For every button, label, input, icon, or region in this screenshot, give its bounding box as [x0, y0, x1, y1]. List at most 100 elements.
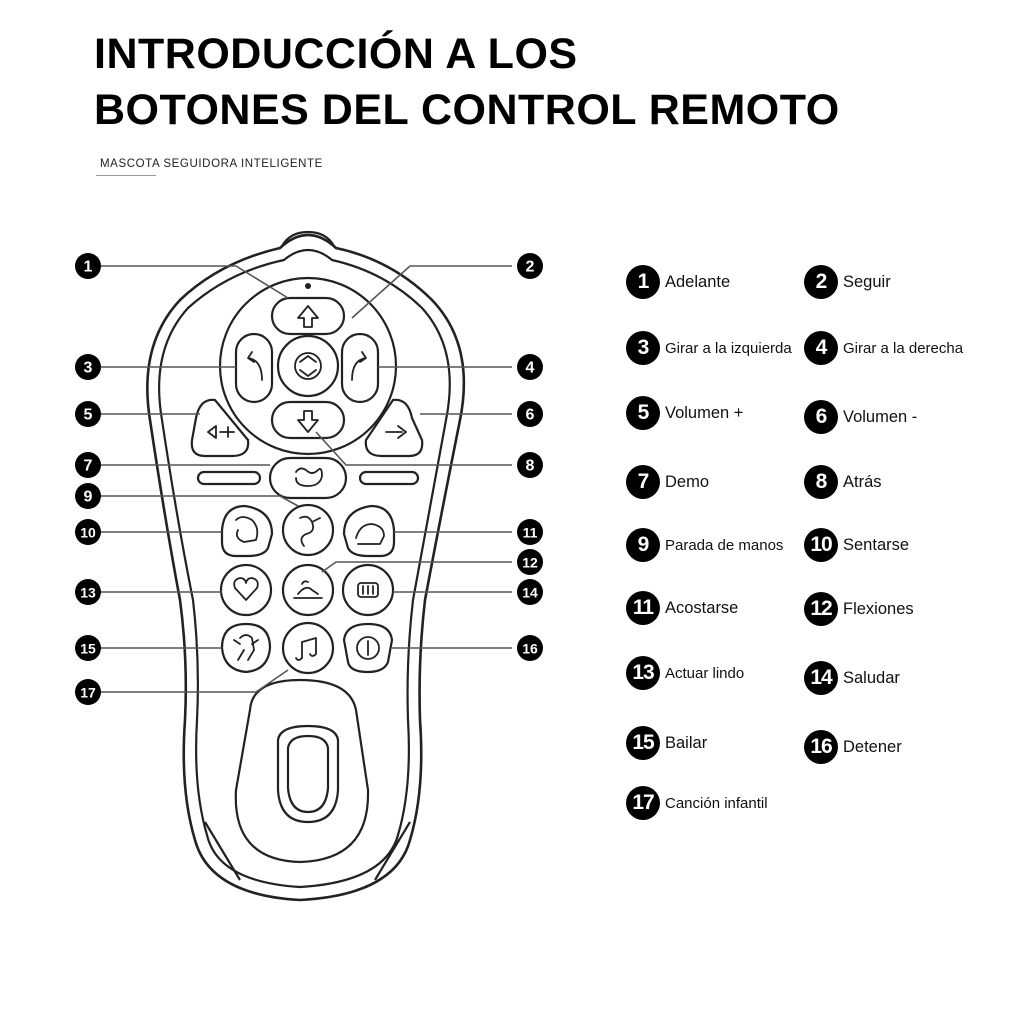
callout-16: 16: [517, 635, 543, 661]
callout-number: 1: [84, 259, 93, 276]
callout-badge-circle: [75, 483, 101, 509]
callout-2: 2: [517, 253, 543, 279]
legend-item-11: 11 Acostarse: [626, 591, 738, 625]
callout-badge-circle: [75, 354, 101, 380]
legend-label: Detener: [843, 737, 902, 756]
callout-badge-circle: [75, 401, 101, 427]
callout-number: 5: [84, 407, 93, 424]
callout-number: 13: [80, 585, 96, 601]
song-button[interactable]: [281, 621, 335, 675]
legend-item-1: 1 Adelante: [626, 265, 730, 299]
callout-12: 12: [517, 549, 543, 575]
legend-label: Volumen -: [843, 407, 918, 426]
lie-down-button[interactable]: [342, 504, 396, 558]
act-cute-button[interactable]: [219, 563, 273, 617]
callout-badge-circle: [517, 635, 543, 661]
callout-number: 15: [80, 641, 96, 657]
volume-down-button[interactable]: [364, 398, 424, 458]
callout-badge-circle: [517, 354, 543, 380]
legend-number-badge: 4: [804, 331, 838, 365]
follow-button[interactable]: [276, 334, 340, 398]
callout-badge-circle: [75, 253, 101, 279]
music-icon: [295, 637, 317, 661]
callout-badge-circle: [517, 452, 543, 478]
turn-right-button[interactable]: [340, 332, 380, 404]
legend-number-badge: 3: [626, 331, 660, 365]
legend-label: Saludar: [843, 668, 900, 687]
pushups-button[interactable]: [281, 563, 335, 617]
callout-3: 3: [75, 354, 101, 380]
legend-number-badge: 12: [804, 592, 838, 626]
callout-13: 13: [75, 579, 101, 605]
turn-left-button[interactable]: [234, 332, 274, 404]
callout-number: 6: [526, 407, 535, 424]
handstand-button[interactable]: [281, 503, 335, 557]
legend-label: Acostarse: [665, 598, 739, 617]
callout-badge-circle: [517, 579, 543, 605]
legend-item-3: 3 Girar a la izquierda: [626, 331, 792, 365]
callout-badge-circle: [75, 452, 101, 478]
legend-number-badge: 15: [626, 726, 660, 760]
callout-number: 2: [526, 259, 535, 276]
callout-17: 17: [75, 679, 101, 705]
legend-label: Parada de manos: [665, 536, 784, 554]
callout-11: 11: [517, 519, 543, 545]
legend-label: Demo: [665, 472, 710, 491]
callout-4: 4: [517, 354, 543, 380]
demo-button[interactable]: [268, 456, 348, 500]
back-button[interactable]: [270, 400, 346, 440]
legend-label: Actuar lindo: [665, 664, 745, 682]
turn-right-icon: [351, 351, 367, 381]
title-line-2: BOTONES DEL CONTROL REMOTO: [94, 86, 840, 134]
callout-badge-circle: [517, 519, 543, 545]
callout-9: 9: [75, 483, 101, 509]
legend-number-badge: 9: [626, 528, 660, 562]
callout-badge-circle: [517, 401, 543, 427]
legend-number-badge: 8: [804, 465, 838, 499]
sit-icon: [235, 516, 259, 543]
dance-button[interactable]: [220, 622, 272, 674]
legend-label: Adelante: [665, 272, 731, 291]
callout-1: 1: [75, 253, 101, 279]
legend-number-badge: 14: [804, 661, 838, 695]
legend-number-badge: 1: [626, 265, 660, 299]
legend-label: Girar a la derecha: [843, 339, 964, 357]
lie-down-icon: [355, 523, 385, 545]
turn-left-icon: [247, 351, 263, 381]
callout-15: 15: [75, 635, 101, 661]
callout-number: 16: [522, 641, 538, 657]
legend-label: Sentarse: [843, 535, 910, 554]
leader-lines: [100, 265, 512, 693]
sit-button[interactable]: [220, 504, 274, 558]
wave-icon: [357, 582, 379, 598]
legend-item-4: 4 Girar a la derecha: [804, 331, 963, 365]
callout-number: 8: [526, 458, 535, 475]
legend-item-5: 5 Volumen +: [626, 396, 743, 430]
demo-icon: [295, 467, 323, 487]
callout-number: 10: [80, 525, 96, 541]
legend-number-badge: 11: [626, 591, 660, 625]
legend-number-badge: 7: [626, 465, 660, 499]
callout-number: 4: [526, 360, 535, 377]
callout-5: 5: [75, 401, 101, 427]
legend-number-badge: 5: [626, 396, 660, 430]
callout-number: 7: [84, 458, 93, 475]
page-title: INTRODUCCIÓN A LOS BOTONES DEL CONTROL R…: [94, 26, 840, 138]
legend-number-badge: 2: [804, 265, 838, 299]
callout-badge-circle: [75, 579, 101, 605]
forward-button[interactable]: [270, 296, 346, 336]
legend-label: Girar a la izquierda: [665, 339, 792, 357]
callout-badge-circle: [517, 549, 543, 575]
legend-number-badge: 17: [626, 786, 660, 820]
heart-icon: [233, 577, 259, 601]
legend-label: Flexiones: [843, 599, 914, 618]
legend-label: Volumen +: [665, 403, 744, 422]
callout-number: 17: [80, 685, 96, 701]
volume-up-button[interactable]: [190, 398, 250, 458]
callout-14: 14: [517, 579, 543, 605]
